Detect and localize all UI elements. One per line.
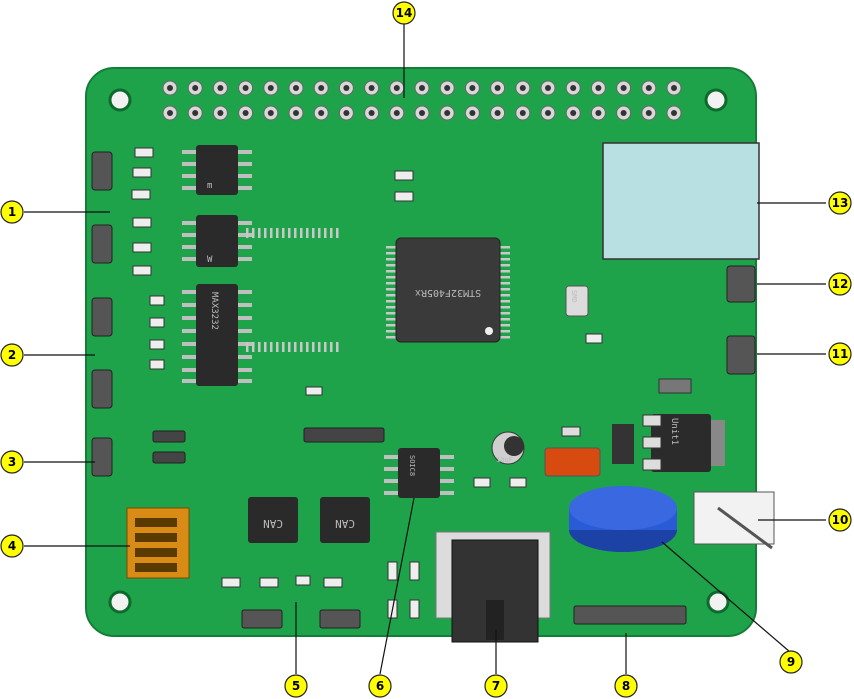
soic-label: SOIC8 — [408, 455, 416, 476]
callout-label-7: 7 — [492, 679, 500, 693]
mcu-top-smd — [305, 170, 603, 396]
dip-switch — [126, 507, 190, 579]
callout-3 — [0, 450, 24, 474]
bottom-smd — [221, 477, 527, 619]
ic-small-1-label: m — [207, 181, 212, 191]
callout-10 — [828, 508, 852, 532]
callout-label-8: 8 — [622, 679, 630, 693]
callout-label-13: 13 — [832, 196, 849, 210]
crystal-label: SMD — [570, 290, 578, 303]
callout-label-14: 14 — [396, 6, 413, 20]
callout-14 — [392, 1, 416, 25]
left-smd-components — [131, 147, 165, 370]
reg-label: Unit1 — [669, 418, 679, 445]
callout-2 — [0, 343, 24, 367]
mcu-label: STM32F405Rx — [415, 287, 481, 298]
callout-11 — [828, 342, 852, 366]
callout-13 — [828, 191, 852, 215]
voltage-regulator: Unit1 — [612, 378, 725, 472]
callout-label-5: 5 — [292, 679, 300, 693]
tantalum-cap — [544, 447, 601, 477]
callout-7 — [484, 674, 508, 698]
header-row-mid — [152, 427, 385, 464]
callout-label-4: 4 — [8, 539, 16, 553]
callout-label-1: 1 — [8, 205, 16, 219]
can2-label: CAN — [335, 517, 355, 530]
ic-small-1: m — [196, 145, 238, 195]
callout-8 — [614, 674, 638, 698]
top-pin-header — [162, 80, 682, 121]
callout-5 — [284, 674, 308, 698]
callout-9 — [779, 650, 803, 674]
power-terminal — [693, 491, 775, 550]
callout-6 — [368, 674, 392, 698]
can-chip-2: CAN — [320, 497, 370, 543]
left-connectors — [91, 151, 113, 477]
large-capacitor — [569, 486, 677, 552]
callout-label-12: 12 — [832, 277, 849, 291]
mcu-pins — [246, 228, 510, 352]
soic-chip: SOIC8 — [398, 448, 440, 498]
callout-12 — [828, 272, 852, 296]
ic-max3232: MAX3232 — [196, 284, 238, 386]
small-electrolytic-cap: 10uF — [491, 431, 525, 465]
leader-lines — [24, 24, 826, 675]
callout-1 — [0, 200, 24, 224]
callout-label-2: 2 — [8, 348, 16, 362]
ic-small-2: W — [196, 215, 238, 267]
heatsink-block — [602, 142, 760, 260]
callout-label-3: 3 — [8, 455, 16, 469]
right-connectors — [726, 265, 756, 375]
big-connector — [435, 531, 551, 643]
callout-4 — [0, 534, 24, 558]
elec-label: 10uF — [496, 456, 513, 464]
can1-label: CAN — [263, 517, 283, 530]
callout-label-10: 10 — [832, 513, 849, 527]
mounting-holes — [108, 88, 730, 614]
callout-label-9: 9 — [787, 655, 795, 669]
callout-label-11: 11 — [832, 347, 849, 361]
can-chip-1: CAN — [248, 497, 298, 543]
mcu-chip: STM32F405Rx — [246, 228, 510, 352]
smd-cap-top — [561, 426, 581, 437]
crystal — [565, 285, 589, 317]
bottom-connectors — [241, 605, 687, 629]
ic-pins — [182, 150, 454, 495]
ic-small-2-label: W — [207, 255, 213, 265]
callout-label-6: 6 — [376, 679, 384, 693]
ic-max-label: MAX3232 — [209, 292, 219, 330]
